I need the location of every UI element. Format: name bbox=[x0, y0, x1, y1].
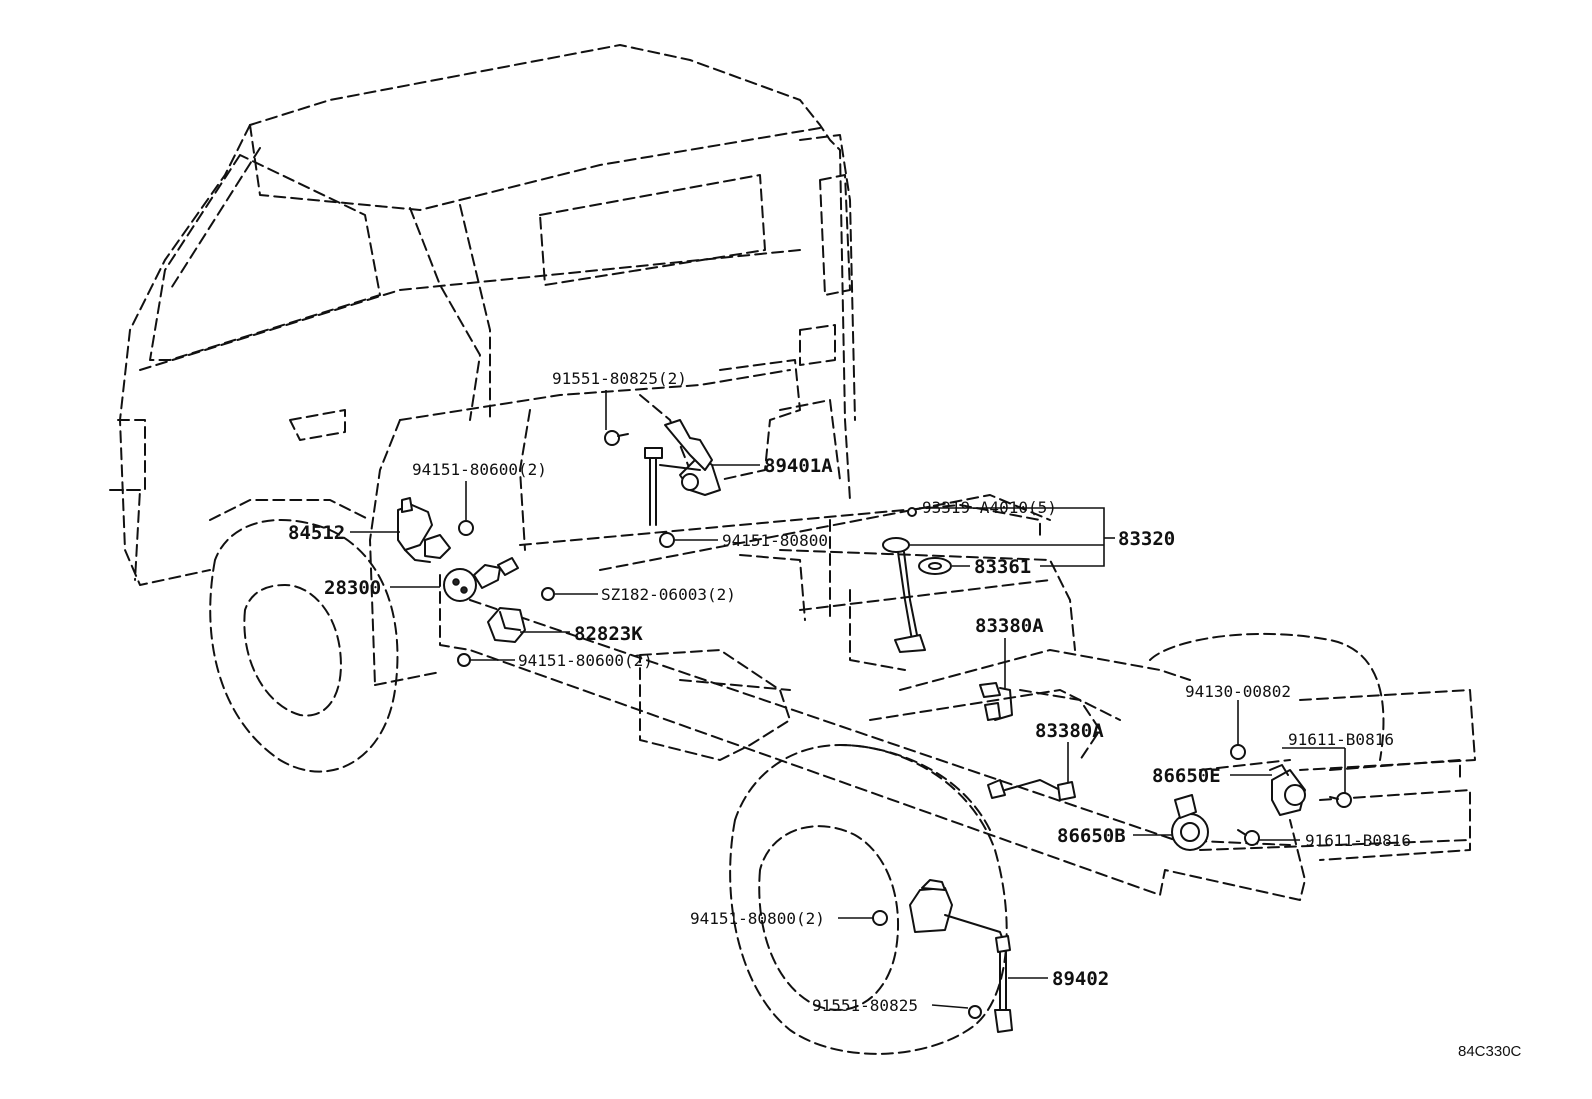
nut-94151-80800-2 bbox=[872, 910, 888, 926]
label-94151-80600-2-top: 94151-80600(2) bbox=[412, 460, 547, 479]
nut-SZ182-06003 bbox=[541, 587, 555, 601]
part-89402 bbox=[909, 879, 1013, 1033]
nut-94151-80600-bottom bbox=[457, 653, 471, 667]
bolt-91611-B0816-bottom bbox=[1244, 830, 1260, 846]
part-83380A-bottom bbox=[987, 779, 1076, 801]
label-91611-B0816-top: 91611-B0816 bbox=[1288, 730, 1394, 749]
nut-94151-80600-top bbox=[458, 520, 474, 536]
label-91551-80825: 91551-80825 bbox=[812, 996, 918, 1015]
part-86650E bbox=[1269, 764, 1306, 816]
label-91551-80825-2: 91551-80825(2) bbox=[552, 369, 687, 388]
front-wheel bbox=[209, 519, 399, 773]
label-83361: 83361 bbox=[974, 556, 1031, 578]
part-83380A-top bbox=[979, 682, 1013, 721]
part-83320 bbox=[882, 507, 926, 653]
label-91611-B0816-bottom: 91611-B0816 bbox=[1305, 831, 1411, 850]
label-82823K: 82823K bbox=[574, 623, 643, 645]
bolt-91551-80825-top bbox=[604, 430, 620, 446]
label-89401A: 89401A bbox=[764, 455, 833, 477]
label-28300: 28300 bbox=[324, 577, 381, 599]
label-93319-A4010-5: 93319-A4010(5) bbox=[922, 498, 1057, 517]
diagram-code: 84C330C bbox=[1458, 1043, 1522, 1060]
rear-wheel bbox=[729, 744, 1008, 1055]
nut-94130-00802 bbox=[1230, 744, 1246, 760]
leader-lines bbox=[350, 390, 1346, 1009]
bolt-91611-B0816-top bbox=[1336, 792, 1352, 808]
part-86650B bbox=[1171, 794, 1209, 851]
label-89402: 89402 bbox=[1052, 968, 1109, 990]
label-94151-80600-2-bottom: 94151-80600(2) bbox=[518, 651, 653, 670]
label-86650B: 86650B bbox=[1057, 825, 1126, 847]
label-SZ182-06003-2: SZ182-06003(2) bbox=[601, 585, 736, 604]
part-82823K bbox=[487, 607, 526, 643]
part-84512 bbox=[397, 497, 451, 563]
nut-94151-80800 bbox=[659, 532, 675, 548]
label-94151-80800-2: 94151-80800(2) bbox=[690, 909, 825, 928]
label-94151-80800: 94151-80800 bbox=[722, 531, 828, 550]
truck-cab-outline bbox=[109, 44, 856, 686]
part-89401A bbox=[644, 419, 721, 526]
part-28300 bbox=[443, 557, 519, 602]
label-83380A-top: 83380A bbox=[975, 615, 1044, 637]
bolt-91551-80825-bottom bbox=[968, 1005, 982, 1019]
label-84512: 84512 bbox=[288, 522, 345, 544]
label-83380A-bottom: 83380A bbox=[1035, 720, 1104, 742]
label-83320: 83320 bbox=[1118, 528, 1175, 550]
label-94130-00802: 94130-00802 bbox=[1185, 682, 1291, 701]
label-86650E: 86650E bbox=[1152, 765, 1221, 787]
